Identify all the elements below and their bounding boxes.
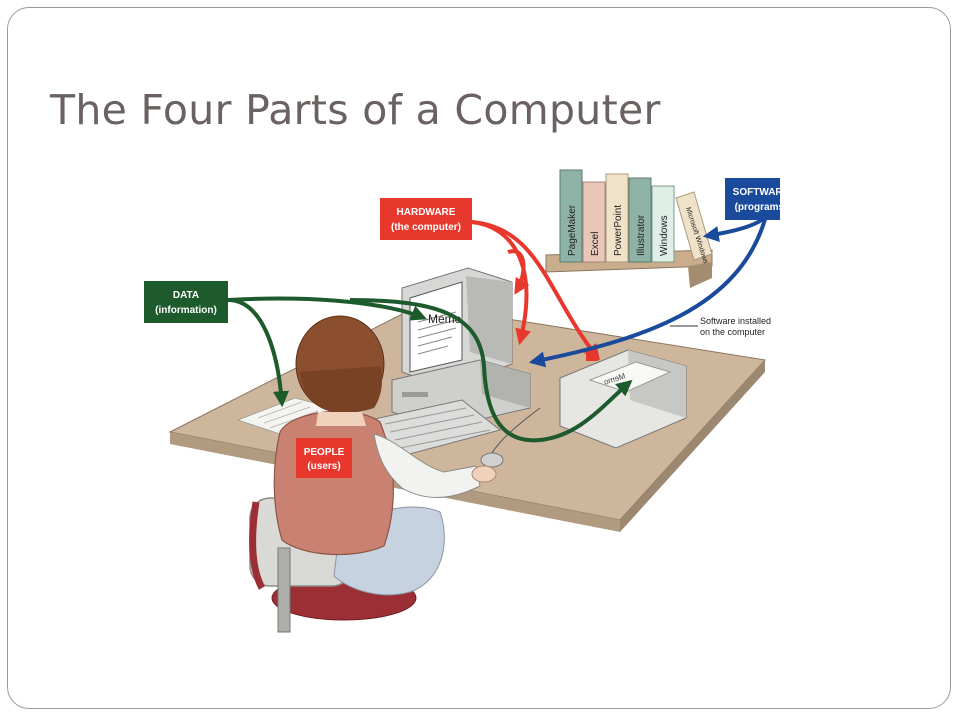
hardware-arrow-printer — [471, 220, 601, 361]
annotation-line-2: on the computer — [700, 327, 765, 337]
data-arrow-printer — [349, 298, 633, 443]
book-excel: Excel — [582, 181, 606, 263]
book-windows-label: Windows — [659, 215, 670, 256]
slide-title: The Four Parts of a Computer — [50, 86, 661, 134]
book-excel-label: Excel — [590, 232, 601, 256]
book-illustrator-label: Illustrator — [636, 214, 647, 256]
annotation-line-1: Software installed — [700, 316, 771, 326]
software-label: SOFTWARE (programs) — [725, 178, 780, 220]
software-label-line-2: (programs) — [735, 202, 780, 213]
book-pagemaker-label: PageMaker — [567, 204, 578, 256]
data-label-line-1: DATA — [173, 290, 199, 301]
software-label-line-1: SOFTWARE — [733, 187, 780, 198]
people-label-line-1: PEOPLE — [304, 447, 345, 458]
data-arrow-screen — [227, 296, 427, 321]
people-label: PEOPLE (users) — [296, 438, 352, 478]
book-powerpoint-label: PowerPoint — [613, 205, 624, 256]
book-pagemaker: PageMaker — [559, 169, 583, 263]
data-label-line-2: (information) — [155, 305, 217, 316]
software-arrow-computer — [528, 215, 768, 368]
computer-parts-illustration: PageMaker Excel PowerPoint Illustrator W… — [144, 169, 780, 633]
data-label: DATA (information) — [144, 281, 228, 323]
book-illustrator: Illustrator — [628, 177, 652, 263]
hardware-label-line-2: (the computer) — [391, 222, 461, 233]
people-label-line-2: (users) — [307, 461, 340, 472]
mouse — [480, 407, 541, 468]
hardware-label-line-1: HARDWARE — [397, 207, 456, 218]
book-windows: Windows — [651, 185, 675, 263]
hardware-arrow-unit — [507, 249, 530, 295]
hardware-label: HARDWARE (the computer) — [380, 198, 472, 240]
data-arrow-papers — [227, 298, 290, 408]
person — [273, 315, 497, 596]
book-powerpoint: PowerPoint — [605, 173, 629, 263]
